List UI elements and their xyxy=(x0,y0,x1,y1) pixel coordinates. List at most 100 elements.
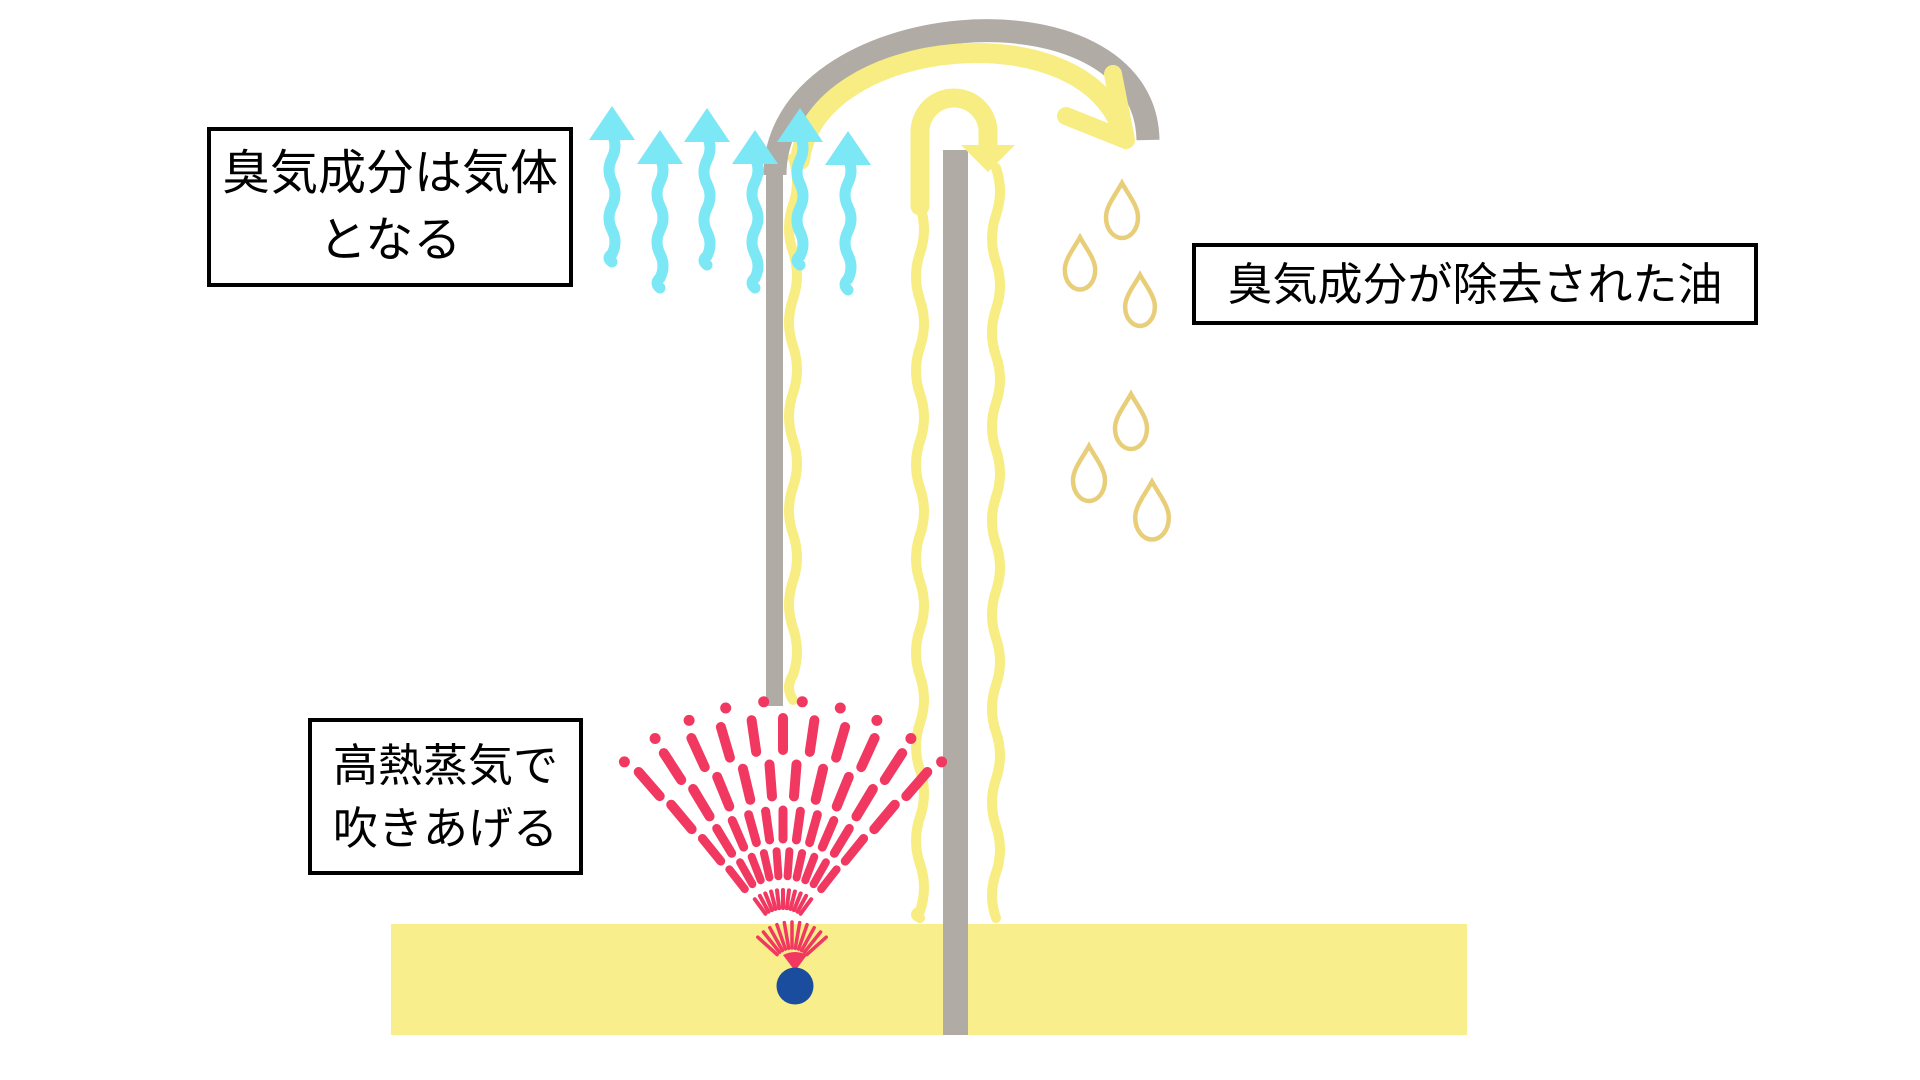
steam-spray-dot xyxy=(834,702,846,714)
steam-surface-burst xyxy=(799,925,816,953)
oil-flow-wavy-line xyxy=(987,163,1005,923)
steam-spray-dash xyxy=(801,852,819,885)
left-pipe xyxy=(766,158,783,706)
gas-arrow-tail xyxy=(698,130,716,271)
deodorizer-pipe-assembly xyxy=(763,19,1160,1035)
oil-flow-wavy-line xyxy=(784,153,802,705)
label-deodorized-oil: 臭気成分が除去された油 xyxy=(1192,243,1758,325)
steam-surface-burst xyxy=(802,930,823,955)
gas-arrow-tail xyxy=(603,128,621,268)
steam-spray-dash xyxy=(798,897,814,916)
pipe-arch xyxy=(763,19,1160,176)
steam-spray-dash xyxy=(856,733,880,773)
label-gas-line1: 臭気成分は気体 xyxy=(221,146,558,200)
gas-rising-arrow xyxy=(684,108,730,271)
steam-spray-dash xyxy=(759,849,774,882)
steam-spray-fan xyxy=(618,696,948,916)
steam-spray-dash xyxy=(715,722,735,763)
steam-spray-dash xyxy=(831,722,851,763)
steam-spray-dash xyxy=(810,763,829,805)
nozzle-ball xyxy=(776,967,814,1005)
gas-rising-arrow xyxy=(732,130,778,294)
steam-spray-dash xyxy=(761,806,775,845)
steam-spray-dash xyxy=(840,834,869,866)
steam-spray-dash xyxy=(686,733,710,773)
steam-spray-dot xyxy=(683,714,695,726)
steam-spray-dash xyxy=(901,767,933,802)
steam-spray-dash xyxy=(879,748,908,785)
oil-flow-wavy-line xyxy=(911,201,929,923)
steam-spray-dash xyxy=(809,858,830,889)
steam-spray-dash xyxy=(747,852,765,885)
deodorized-oil-drop xyxy=(1112,389,1150,452)
steam-spray-dash xyxy=(775,888,782,911)
oil-riser-arrow xyxy=(910,88,1015,216)
gas-arrow-head xyxy=(589,106,635,140)
steam-surface-burst xyxy=(805,935,828,957)
steam-spray-dash xyxy=(791,806,805,845)
gas-arrow-head xyxy=(732,130,778,164)
steam-spray-dash xyxy=(725,865,749,894)
steam-spray-dot xyxy=(618,756,630,768)
deodorized-oil-drop xyxy=(1070,441,1108,504)
steam-surface-burst xyxy=(775,922,788,951)
gas-arrow-head xyxy=(825,131,871,165)
steam-spray-dot xyxy=(758,696,770,708)
deodorized-oil-drop xyxy=(1103,178,1141,241)
steam-spray-dash xyxy=(789,759,802,802)
steam-spray-dot xyxy=(871,714,883,726)
gas-arrow-head xyxy=(637,130,683,164)
deodorized-oil-drop xyxy=(1132,476,1172,542)
steam-spray-dash xyxy=(795,893,809,914)
gas-arrow-tail xyxy=(746,152,764,294)
deodorized-oil-drop xyxy=(1062,232,1098,292)
center-pipe xyxy=(943,150,968,1035)
steam-spray-dash xyxy=(788,889,797,911)
nozzle-jet-wedge xyxy=(783,952,807,971)
label-gas-line2: となる xyxy=(318,214,462,267)
steam-surface-burst xyxy=(761,930,782,955)
steam-spray-dot xyxy=(796,696,808,708)
gas-rising-arrow xyxy=(637,130,683,294)
steam-spray-dash xyxy=(792,849,807,882)
steam-spray-dash xyxy=(769,889,778,911)
steam-spray-dash xyxy=(804,715,820,757)
steam-nozzle xyxy=(776,952,814,1005)
steam-spray-dash xyxy=(763,891,774,913)
label-steam-line1: 高熱蒸気で xyxy=(332,739,558,791)
steam-surface-burst xyxy=(756,935,779,957)
steam-spray-dash xyxy=(783,847,794,881)
steam-spray-dash xyxy=(744,810,761,848)
steam-spray-dash xyxy=(688,784,715,822)
gas-arrow-head xyxy=(684,108,730,142)
oil-outflow-arc xyxy=(790,43,1134,170)
steam-spray-dash xyxy=(712,771,735,812)
gas-rising-arrow xyxy=(825,131,871,296)
label-steam-blowup: 高熱蒸気で 吹きあげる xyxy=(308,718,583,875)
steam-spray-dash xyxy=(633,767,665,802)
label-steam-line2: 吹きあげる xyxy=(332,802,558,854)
steam-spray-dash xyxy=(752,897,768,916)
steam-spray-dash xyxy=(851,784,878,822)
steam-spray-dash xyxy=(737,763,756,805)
steam-surface-burst xyxy=(796,922,809,951)
steam-surface-burst xyxy=(782,920,791,951)
gas-rising-arrows xyxy=(589,106,871,296)
gas-rising-arrow xyxy=(777,108,823,271)
steam-spray-dash xyxy=(829,824,854,858)
steam-surface-burst xyxy=(793,920,802,951)
steam-spray-dash xyxy=(727,816,749,852)
steam-surface-burst xyxy=(756,920,828,957)
steam-spray-dash xyxy=(817,816,839,852)
steam-spray-dot xyxy=(905,733,917,744)
steam-spray-dash xyxy=(736,858,757,889)
steam-spray-dash xyxy=(764,759,777,802)
steam-spray-dot xyxy=(720,702,732,714)
oil-riser-arrowhead xyxy=(961,145,1015,172)
oil-riser-hook xyxy=(910,88,998,216)
gas-arrow-head xyxy=(777,108,823,142)
steam-spray-dash xyxy=(697,834,726,866)
steam-spray-dash xyxy=(757,893,771,914)
